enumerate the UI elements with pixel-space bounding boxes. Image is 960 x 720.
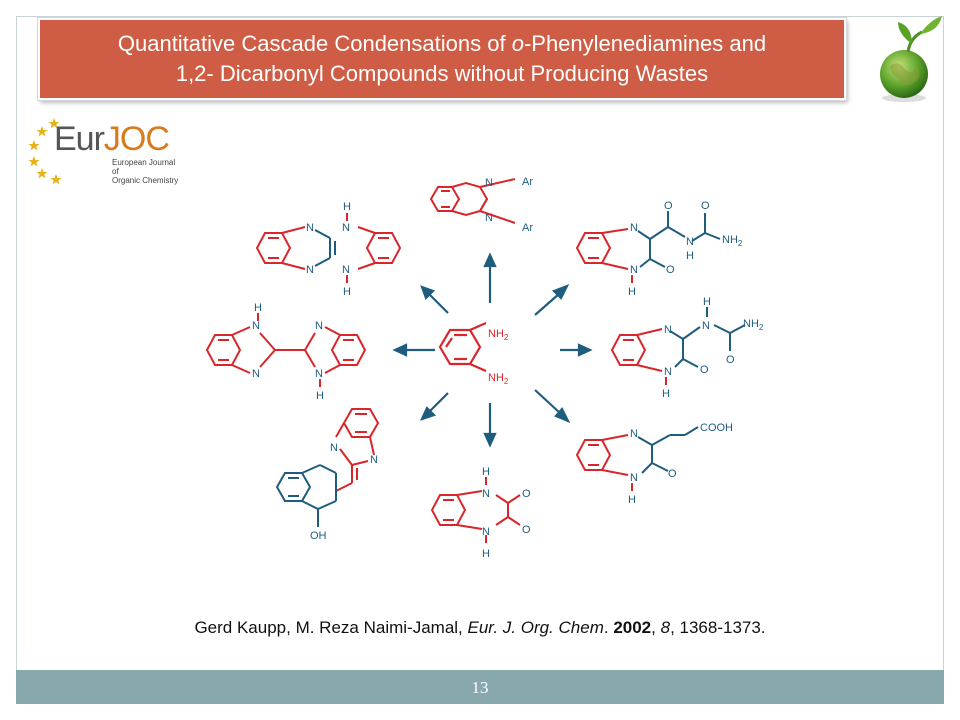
reaction-scheme-diagram: NH2 NH2 N N Ar Ar N N N N H H — [205, 176, 764, 560]
qu-side-chain — [669, 307, 746, 368]
bb-n2: N — [252, 368, 260, 380]
reaction-arrows — [392, 252, 593, 448]
dp-n2: N — [342, 222, 350, 234]
qu-n3: N — [702, 320, 710, 332]
qu-h2: H — [703, 296, 711, 308]
qd-o1: O — [522, 488, 531, 500]
quinoxalinone-propanoic — [575, 434, 633, 491]
qu-n2: N — [664, 366, 672, 378]
citation-dot: . — [603, 618, 614, 637]
title-text-a: Quantitative Cascade Condensations of — [117, 31, 512, 56]
qc-n1: N — [630, 222, 638, 234]
citation: Gerd Kaupp, M. Reza Naimi-Jamal, Eur. J.… — [0, 618, 960, 638]
dq-ar1: Ar — [522, 176, 533, 188]
bp-oh: OH — [310, 530, 327, 542]
qd-h2: H — [482, 548, 490, 560]
bb-n4: N — [315, 368, 323, 380]
qd-n2: N — [482, 526, 490, 538]
quinoxalinone-urea — [610, 328, 667, 385]
qd-n1: N — [482, 488, 490, 500]
dp-n3: N — [306, 264, 314, 276]
benzophenazinol-red — [335, 408, 380, 492]
qd-o2: O — [522, 524, 531, 536]
qd-h1: H — [482, 466, 490, 478]
bp-n2: N — [370, 454, 378, 466]
qu-h1: H — [662, 388, 670, 400]
qp-o1: O — [668, 468, 677, 480]
central-diamine — [438, 321, 487, 373]
central-nh2-top: NH2 — [488, 328, 509, 342]
benzophenazinol-blue — [275, 464, 337, 527]
logo-subtitle: European Journal of Organic Chemistry — [112, 158, 184, 185]
title-text-italic: o — [511, 31, 524, 56]
dq-n2: N — [485, 212, 493, 224]
bb-n3: N — [315, 320, 323, 332]
diarylquinoxaline — [429, 178, 516, 224]
qc-side-chain — [637, 211, 721, 268]
citation-sep: , — [651, 618, 661, 637]
star-ring-icon — [28, 118, 62, 185]
qc-o3: O — [701, 200, 710, 212]
bp-n1: N — [330, 442, 338, 454]
qc-o1: O — [666, 264, 675, 276]
qu-nh2: NH2 — [743, 318, 764, 332]
footer-bar — [16, 670, 944, 704]
qp-h1: H — [628, 494, 636, 506]
bb-h1: H — [254, 302, 262, 314]
slide-title: Quantitative Cascade Condensations of o-… — [38, 18, 846, 100]
qu-o1: O — [700, 364, 709, 376]
dp-n1: N — [306, 222, 314, 234]
qc-n3: N — [686, 236, 694, 248]
qc-h2: H — [686, 250, 694, 262]
qc-nh2: NH2 — [722, 234, 743, 248]
logo-eur-text: Eur — [54, 120, 105, 158]
quinoxalinone-carbamoyl — [575, 228, 633, 283]
title-line-1: Quantitative Cascade Condensations of o-… — [118, 29, 766, 59]
citation-year: 2002 — [613, 618, 652, 637]
qp-n1: N — [630, 428, 638, 440]
qc-o2: O — [664, 200, 673, 212]
dp-h1: H — [343, 201, 351, 213]
qu-n1: N — [664, 324, 672, 336]
qp-cooh: COOH — [700, 422, 733, 434]
qp-n2: N — [630, 472, 638, 484]
page-number: 13 — [471, 678, 489, 697]
citation-journal: Eur. J. Org. Chem — [467, 618, 604, 637]
quinoxalinedione — [430, 477, 521, 543]
logo-joc-text: JOC — [103, 120, 170, 158]
dq-ar2: Ar — [522, 222, 533, 234]
dp-n4: N — [342, 264, 350, 276]
green-globe-icon — [880, 16, 942, 102]
dq-n1: N — [485, 177, 493, 189]
logo-subtitle-line-2: Organic Chemistry — [112, 176, 179, 185]
qp-side-chain — [637, 426, 699, 474]
title-text-b: -Phenylenediamines and — [523, 31, 767, 56]
logo-wordmark: EurJOC — [54, 120, 170, 159]
logo-subtitle-line-1: European Journal of — [112, 158, 176, 176]
qc-n2: N — [630, 264, 638, 276]
bibenzimidazole — [205, 313, 367, 387]
eurjoc-logo: EurJOC European Journal of Organic Chemi… — [24, 112, 184, 190]
central-nh2-bottom: NH2 — [488, 372, 509, 386]
citation-pages: , 1368-1373. — [670, 618, 766, 637]
qu-o2: O — [726, 354, 735, 366]
title-line-2: 1,2- Dicarbonyl Compounds without Produc… — [175, 61, 709, 86]
citation-volume: 8 — [660, 618, 671, 637]
dp-center-ring — [314, 229, 336, 267]
bb-h2: H — [316, 390, 324, 402]
qc-h1: H — [628, 286, 636, 298]
dihydro-phenazine — [255, 213, 402, 283]
dp-h2: H — [343, 286, 351, 298]
citation-authors: Gerd Kaupp, M. Reza Naimi-Jamal, — [194, 618, 468, 637]
bb-n1: N — [252, 320, 260, 332]
